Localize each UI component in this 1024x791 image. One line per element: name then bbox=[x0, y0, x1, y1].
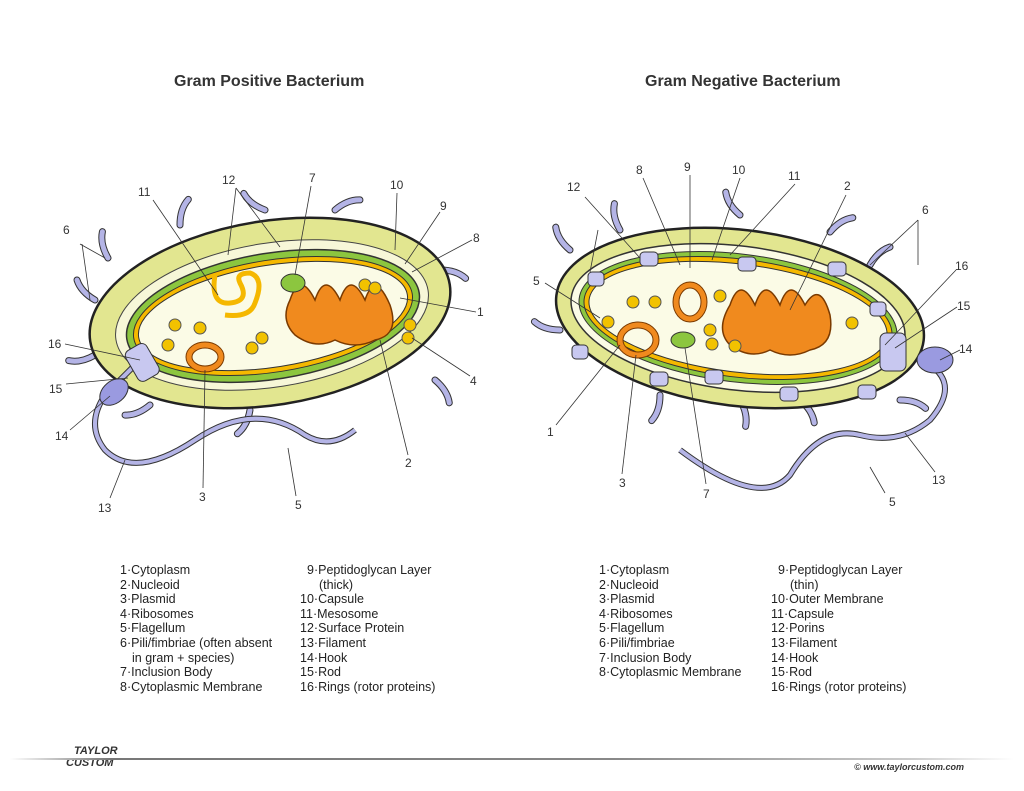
legend-item: 6·Pili/fimbriae (often absent bbox=[120, 635, 273, 650]
legend-item: 1·Cytoplasm bbox=[120, 563, 191, 577]
footer-divider bbox=[10, 758, 1014, 760]
legend-item: in gram + species) bbox=[132, 650, 235, 665]
callout-6: 6 bbox=[63, 223, 70, 237]
nucleoid bbox=[721, 289, 832, 356]
mesosome bbox=[211, 270, 262, 318]
legend-item: 15·Rod bbox=[771, 665, 812, 680]
nucleoid bbox=[285, 284, 394, 346]
legend-item: 3·Plasmid bbox=[599, 592, 655, 607]
copyright: © www.taylorcustom.com bbox=[854, 762, 964, 772]
callout-4: 4 bbox=[470, 374, 477, 388]
legend-item: 1·Cytoplasm bbox=[599, 563, 670, 577]
legend-item: 8·Cytoplasmic Membrane bbox=[599, 665, 742, 680]
callout-14: 14 bbox=[55, 429, 69, 443]
callout-7: 7 bbox=[309, 171, 316, 185]
legend-item: (thick) bbox=[319, 577, 354, 592]
callout-8: 8 bbox=[473, 231, 480, 245]
legend-item: 12·Surface Protein bbox=[300, 621, 405, 636]
callout-10: 10 bbox=[732, 163, 746, 177]
callout-13: 13 bbox=[98, 501, 112, 515]
inclusion-body bbox=[280, 273, 306, 293]
callout-6: 6 bbox=[922, 203, 929, 217]
legend-item: 6·Pili/fimbriae bbox=[599, 635, 675, 650]
leader-lines bbox=[64, 175, 961, 499]
legend-item: 3·Plasmid bbox=[120, 592, 176, 607]
legend-item: 16·Rings (rotor proteins) bbox=[300, 679, 436, 694]
callout-15: 15 bbox=[957, 299, 971, 313]
legend-item: 12·Porins bbox=[771, 621, 825, 636]
legend-item: 13·Filament bbox=[771, 635, 837, 650]
gram-negative-title: Gram Negative Bacterium bbox=[645, 73, 841, 90]
legend-item: 16·Rings (rotor proteins) bbox=[771, 679, 907, 694]
callout-14: 14 bbox=[959, 342, 973, 356]
callout-15: 15 bbox=[49, 382, 63, 396]
legend-item: 5·Flagellum bbox=[599, 621, 665, 636]
legend-item: 10·Outer Membrane bbox=[771, 592, 884, 607]
legend-item: 8·Cytoplasmic Membrane bbox=[120, 679, 263, 694]
callout-13: 13 bbox=[932, 473, 946, 487]
gram-positive-cell bbox=[69, 190, 466, 466]
legend-item: 4·Ribosomes bbox=[599, 606, 673, 621]
legend-item: 15·Rod bbox=[300, 665, 341, 680]
legend-item: 7·Inclusion Body bbox=[120, 665, 213, 680]
callout-7: 7 bbox=[703, 487, 710, 501]
legend-item: 9·Peptidoglycan Layer bbox=[778, 563, 903, 577]
callout-16: 16 bbox=[48, 337, 62, 351]
callout-8: 8 bbox=[636, 163, 643, 177]
callout-9: 9 bbox=[440, 199, 447, 213]
porins bbox=[571, 251, 887, 402]
callout-10: 10 bbox=[390, 178, 404, 192]
legend-item: 10·Capsule bbox=[300, 592, 364, 607]
callout-16: 16 bbox=[955, 259, 969, 273]
legend-item: 2·Nucleoid bbox=[599, 577, 659, 592]
flagellum bbox=[678, 332, 954, 491]
legend-item: 14·Hook bbox=[300, 650, 348, 665]
callout-5: 5 bbox=[533, 274, 540, 288]
legend-item: 4·Ribosomes bbox=[120, 606, 194, 621]
callout-12: 12 bbox=[222, 173, 236, 187]
callout-11: 11 bbox=[138, 185, 151, 199]
legend-item: 11·Capsule bbox=[771, 606, 835, 621]
callout-5: 5 bbox=[889, 495, 896, 509]
callout-1: 1 bbox=[547, 425, 554, 439]
gram-negative-legend-col2: 9·Peptidoglycan Layer(thin)10·Outer Memb… bbox=[771, 563, 906, 694]
bacteria-diagram: 1 2 3 4 5 6 7 8 9 10 11 12 13 14 15 16 1… bbox=[48, 160, 973, 515]
callout-numbers: 1 2 3 4 5 6 7 8 9 10 11 12 13 14 15 16 1… bbox=[48, 160, 973, 515]
legend-item: 11·Mesosome bbox=[300, 606, 379, 621]
legend-item: 7·Inclusion Body bbox=[599, 650, 692, 665]
legend-item: 2·Nucleoid bbox=[120, 577, 180, 592]
legend-item: 5·Flagellum bbox=[120, 621, 186, 636]
legend-item: 13·Filament bbox=[300, 635, 366, 650]
callout-1: 1 bbox=[477, 305, 484, 319]
legend-item: (thin) bbox=[790, 577, 819, 592]
callout-11: 11 bbox=[788, 169, 801, 183]
gram-positive-title: Gram Positive Bacterium bbox=[174, 73, 365, 90]
legend-item: 14·Hook bbox=[771, 650, 819, 665]
gram-negative-cell bbox=[534, 192, 954, 491]
callout-3: 3 bbox=[199, 490, 206, 504]
callout-2: 2 bbox=[844, 179, 851, 193]
callout-5: 5 bbox=[295, 498, 302, 512]
callout-3: 3 bbox=[619, 476, 626, 490]
legend-item: 9·Peptidoglycan Layer bbox=[307, 563, 432, 577]
callout-9: 9 bbox=[684, 160, 691, 174]
inclusion-body bbox=[670, 331, 696, 349]
callout-2: 2 bbox=[405, 456, 412, 470]
callout-12: 12 bbox=[567, 180, 581, 194]
